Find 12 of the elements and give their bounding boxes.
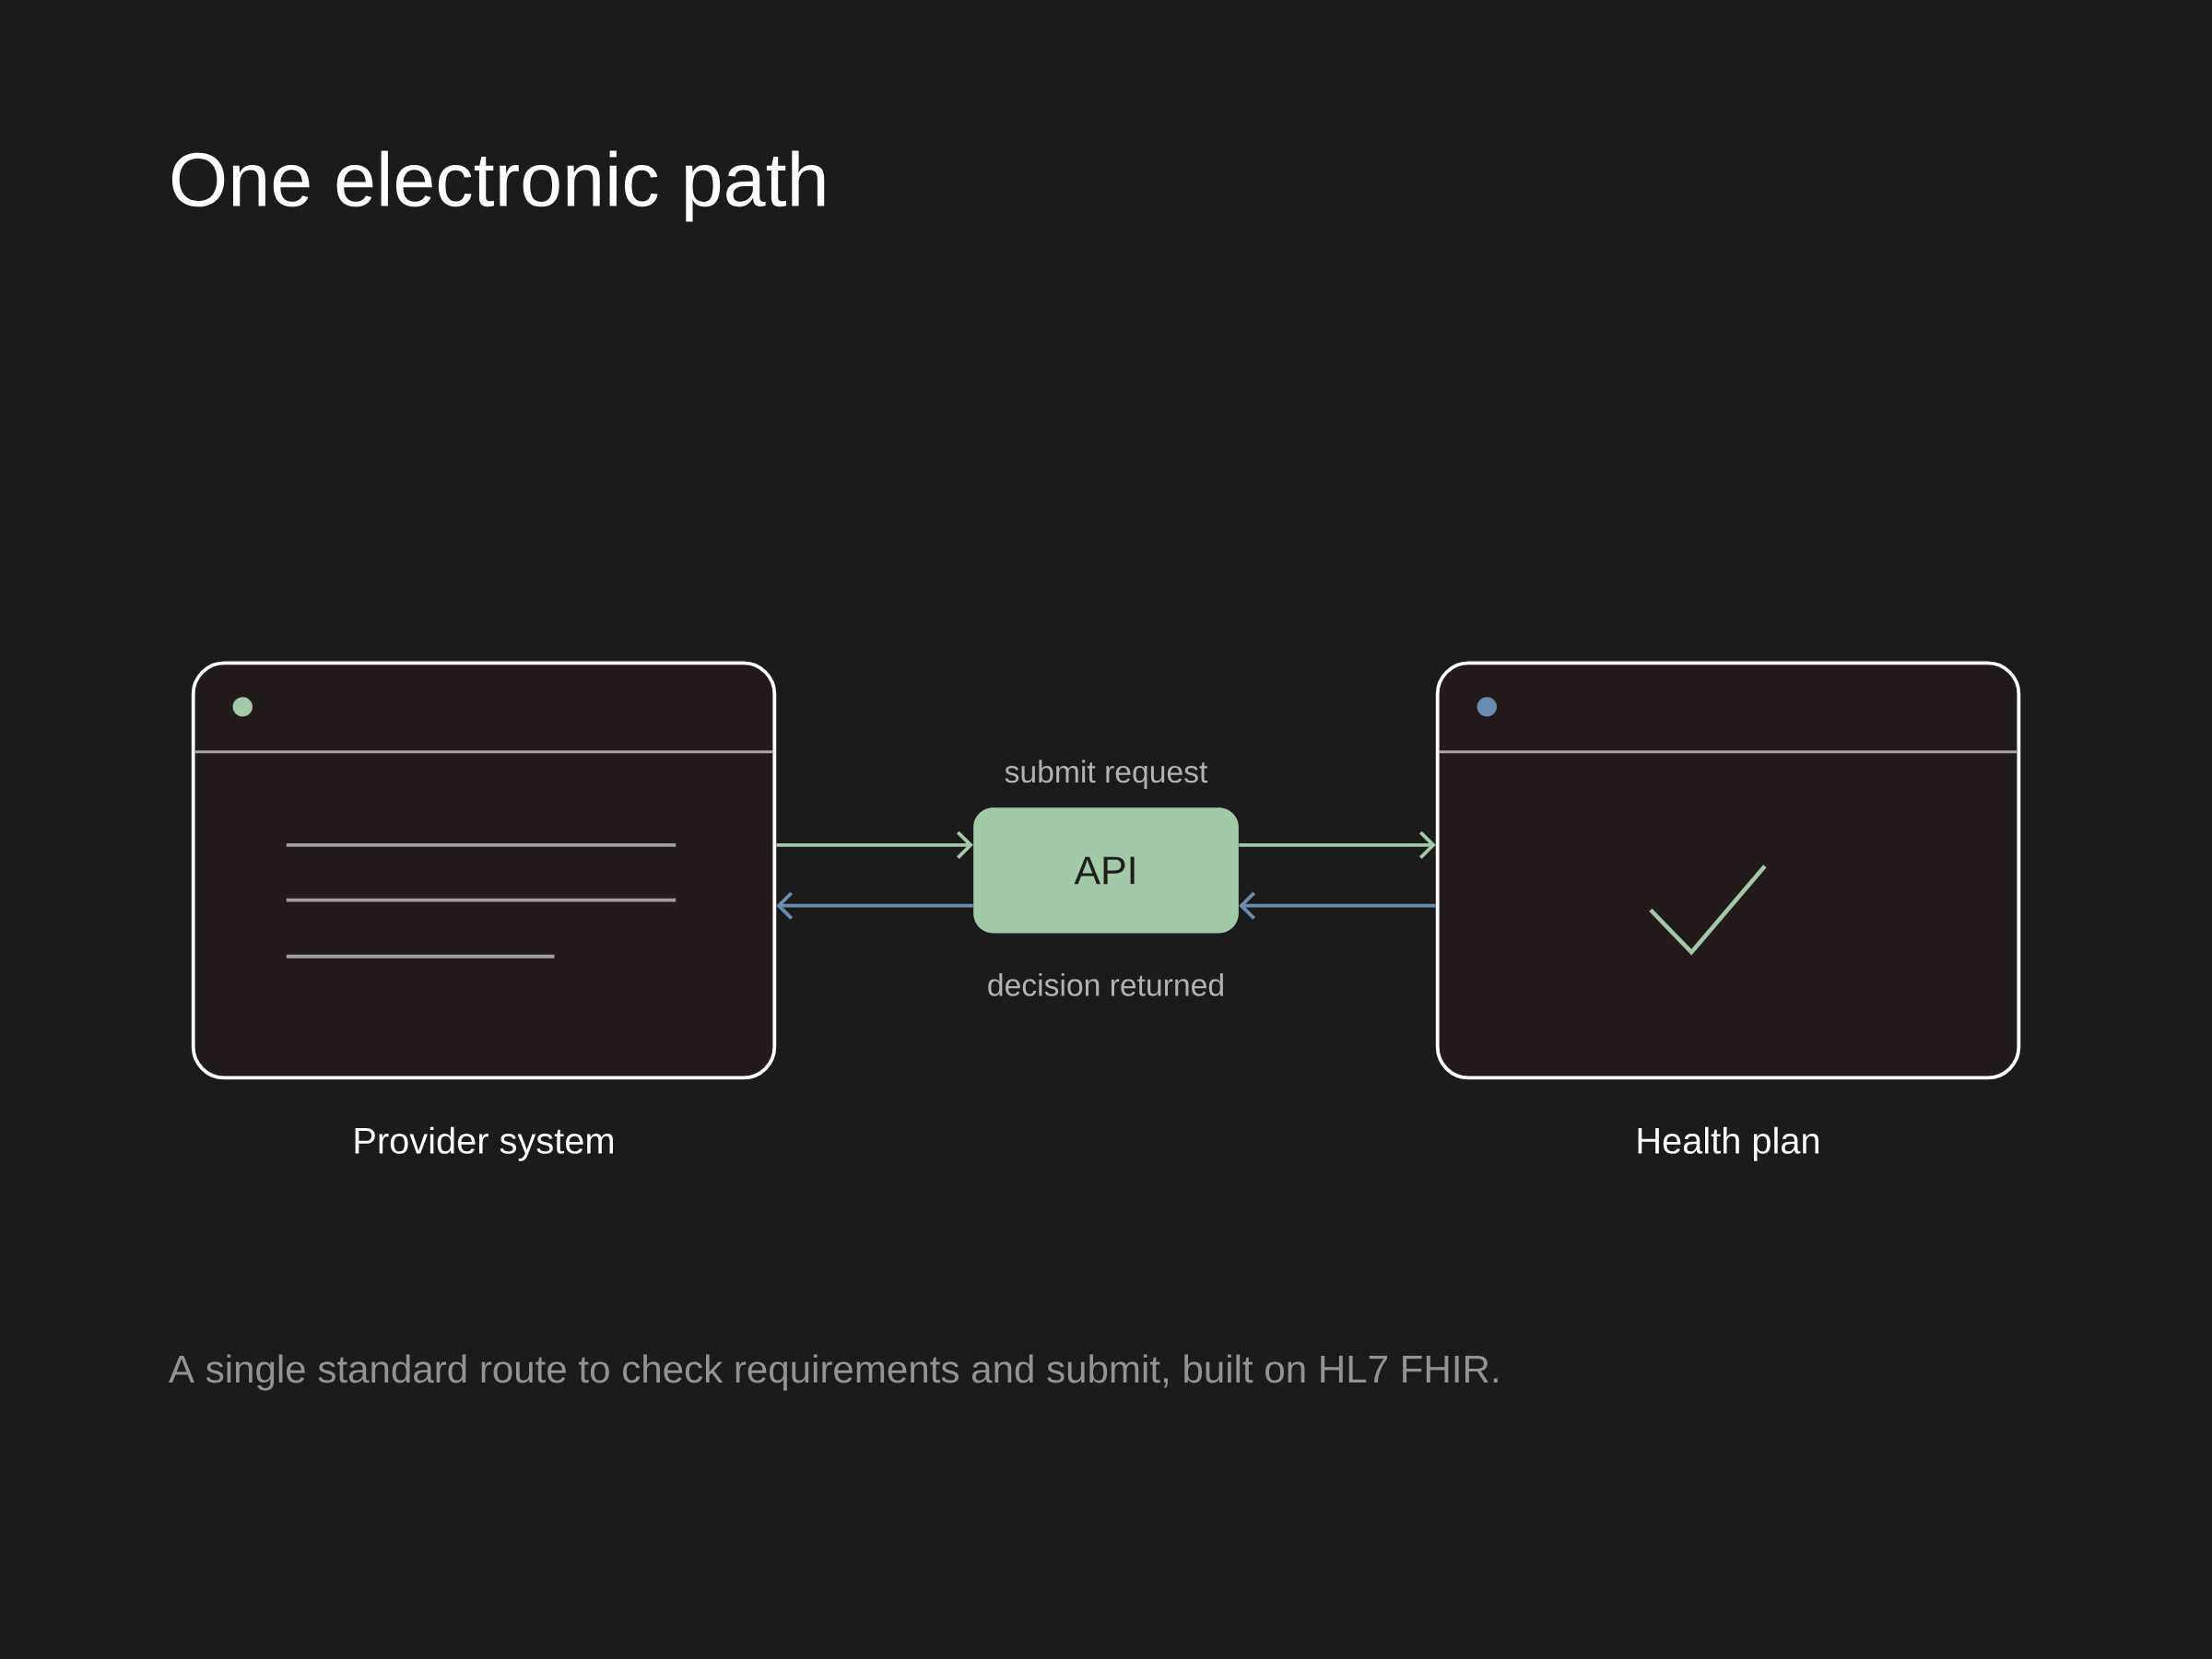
flow-label: decision returned (988, 973, 1223, 996)
node-label: Health plan (1638, 1126, 1819, 1161)
arrow (1239, 830, 1436, 859)
window-box: Provider system (191, 661, 777, 1161)
arrow (776, 830, 973, 859)
arrow (776, 891, 973, 920)
api-box: API (973, 807, 1239, 934)
title: One electronic path (171, 150, 825, 222)
caption: A single standard route to check requirements and submit, built on HL7 FHIR. (169, 1354, 1498, 1391)
node-label: Provider system (355, 1126, 613, 1161)
arrow (1239, 891, 1436, 920)
window-box: Health plan (1435, 661, 2021, 1161)
